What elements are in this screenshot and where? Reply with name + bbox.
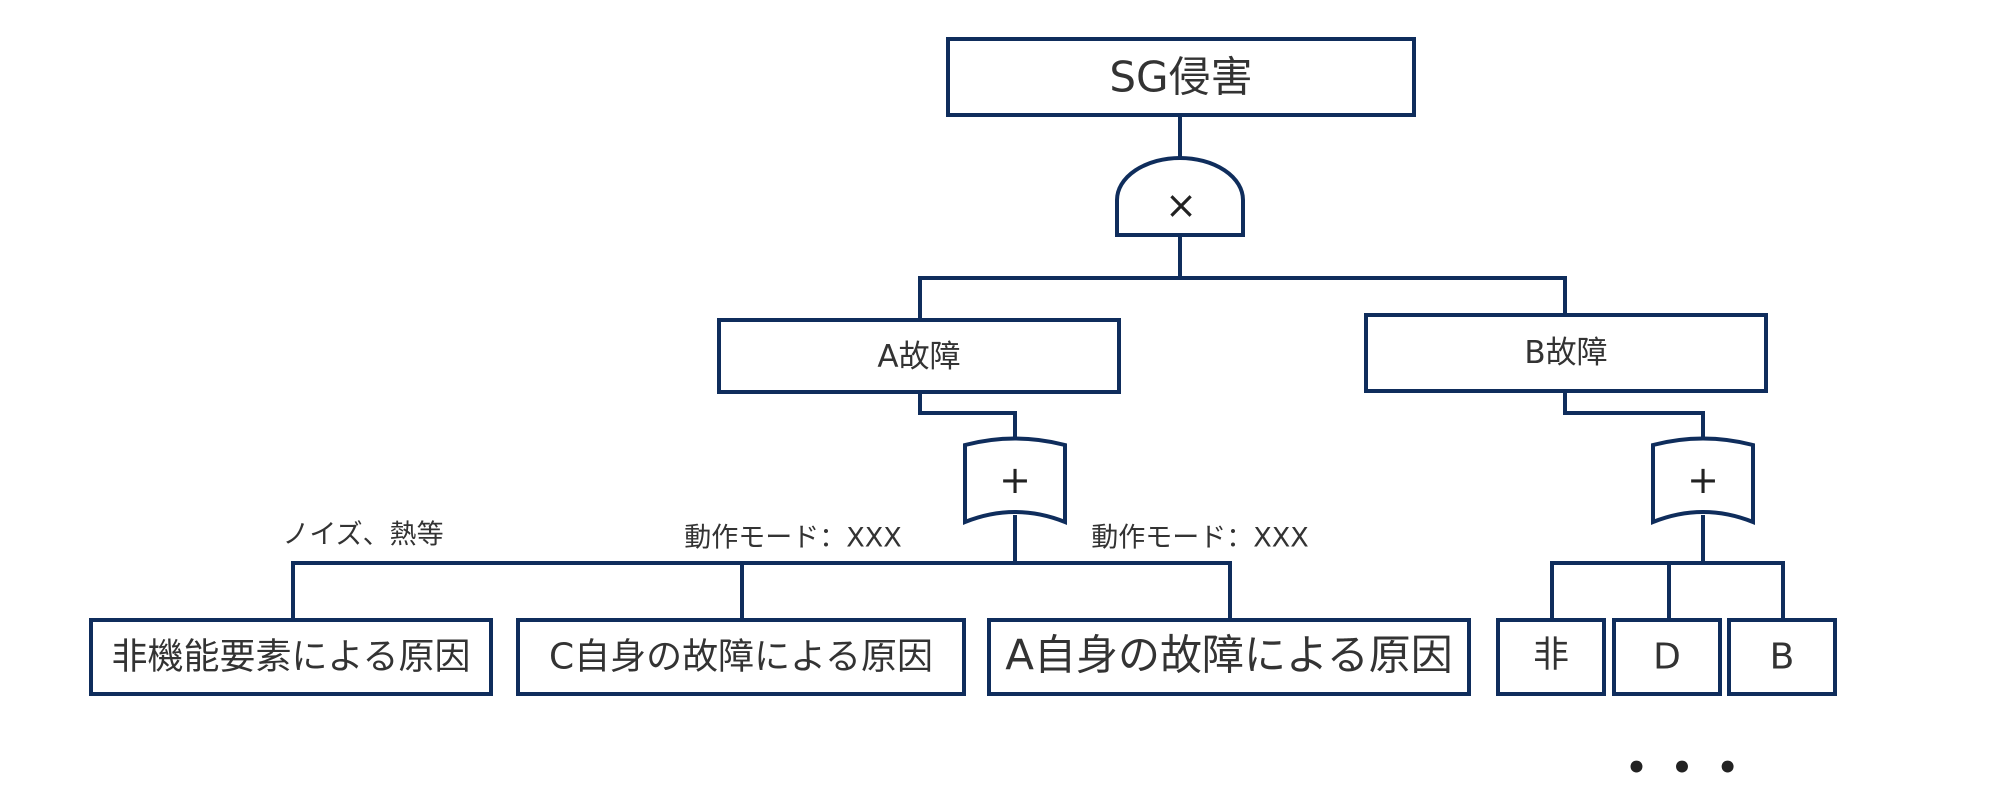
edge-label-noise-heat: ノイズ、熱等 [282, 520, 443, 551]
leaf-b: B [1727, 618, 1837, 696]
leaf-c-self: C自身の故障による原因 [516, 618, 966, 696]
connectors [291, 115, 1785, 620]
or-gate-b-symbol: + [1687, 458, 1719, 502]
or-gate-b: + [1651, 436, 1755, 525]
leaf-hi-label: 非 [1533, 635, 1569, 676]
b-failure-label: B故障 [1524, 335, 1607, 371]
leaf-non-functional-label: 非機能要素による原因 [112, 637, 471, 678]
edge-label-mode-c: 動作モード：XXX [684, 523, 902, 554]
leaf-d-label: D [1653, 637, 1681, 678]
or-gate-a-symbol: + [999, 458, 1031, 502]
and-gate-symbol: × [1165, 183, 1197, 227]
a-failure-label: A故障 [877, 339, 960, 375]
leaf-a-self: A自身の故障による原因 [987, 618, 1471, 696]
leaf-d: D [1612, 618, 1722, 696]
and-gate: × [1115, 156, 1245, 237]
b-failure-box: B故障 [1364, 313, 1768, 393]
leaf-c-self-label: C自身の故障による原因 [549, 637, 933, 678]
continuation-ellipsis: • • • [1626, 748, 1745, 788]
top-event-box: SG侵害 [946, 37, 1416, 117]
a-failure-box: A故障 [717, 318, 1121, 394]
leaf-a-self-label: A自身の故障による原因 [1005, 631, 1452, 680]
leaf-hi: 非 [1496, 618, 1606, 696]
leaf-b-label: B [1770, 637, 1795, 678]
or-gate-a: + [963, 436, 1067, 525]
leaf-non-functional: 非機能要素による原因 [89, 618, 493, 696]
edge-label-mode-a: 動作モード：XXX [1091, 523, 1309, 554]
top-event-label: SG侵害 [1109, 53, 1252, 102]
